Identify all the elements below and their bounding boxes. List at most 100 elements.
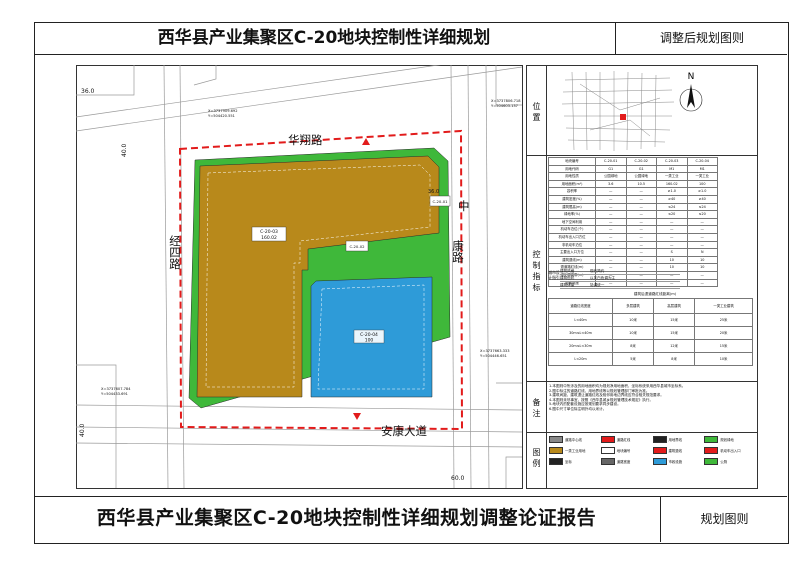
parcel-code-c-20-04: C-20-04: [360, 332, 378, 338]
legend-item: 建筑退线: [652, 447, 703, 454]
design-label: 建筑色彩: [560, 276, 575, 280]
setback-cell: 5米: [611, 352, 655, 366]
indicator-value: —: [625, 255, 657, 265]
header-bar: [34, 22, 787, 55]
indicator-value: ≤20: [686, 210, 718, 219]
note-line: 1.本图则中所涉及的用地面积均为规划净用地面积，坐标系统采用西华县城市坐标系。: [549, 384, 686, 388]
parcel-area-c-20-03: 160.02: [261, 235, 277, 241]
indicator-value: —: [686, 217, 718, 227]
setback-header: 一类工业建筑: [694, 298, 753, 314]
indicator-value: ≤24: [656, 202, 688, 212]
parcel-code-c-20-01: C-20-01: [432, 199, 448, 204]
indicator-value: —: [595, 232, 627, 242]
indicator-value: C-20-02: [625, 157, 657, 166]
setback-cell: 20米: [694, 326, 753, 340]
legend-swatch: [600, 436, 615, 443]
design-guidance-label: 城市设计指引: [548, 270, 560, 280]
indicator-value: C-20-01: [595, 157, 627, 166]
setback-header: 道路红线宽度: [548, 298, 613, 314]
indicator-value: —: [656, 225, 688, 234]
parcel-c-20-03[interactable]: [196, 155, 440, 398]
notes-block: 1.本图则中所涉及的用地面积均为规划净用地面积，坐标系统采用西华县城市坐标系。2…: [549, 384, 753, 412]
setback-header: 多层建筑: [611, 298, 655, 314]
road-width-south: 60.0: [451, 475, 465, 482]
coord-x-3: X=3737663.333: [480, 349, 509, 353]
indicator-value: 公园绿地: [625, 172, 657, 181]
site-plan-map[interactable]: 华翔路 安康大道 经四路 中 康路 36.0 40.0 40.0 60.0 36…: [76, 65, 522, 488]
setback-cell: 15米: [653, 326, 696, 340]
design-label: 建筑体量: [560, 283, 575, 287]
legend-swatch: [600, 447, 615, 454]
indicator-value: 一类工业: [656, 172, 688, 181]
setback-cell: 10米: [611, 326, 655, 340]
road-name-east-prefix: 中: [458, 199, 470, 213]
indicator-value: ≤20: [656, 210, 688, 219]
note-line: 2.图中标注的道路红线、用地界线等以规划管理部门审批为准。: [549, 388, 650, 393]
indicator-label: 非机动车泊位: [548, 240, 596, 250]
indicator-label: 用地性质: [548, 172, 596, 181]
indicator-value: C-20-03: [656, 157, 688, 166]
info-panel: [526, 65, 758, 489]
design-row: 建筑色彩以灰白色调为主: [560, 275, 680, 282]
indicator-value: —: [625, 194, 657, 204]
indicator-value: —: [686, 240, 718, 250]
indicator-label: 建筑退线(m): [548, 255, 596, 265]
indicator-value: —: [625, 217, 657, 227]
indicator-label: 主要出入口方位: [548, 248, 596, 257]
sheet-name-label: 规划图则: [660, 496, 788, 542]
indicator-value: C-20-04: [686, 157, 718, 166]
indicator-row: 绿地率(%)——≤20≤20: [548, 210, 718, 219]
indicator-value: —: [656, 240, 688, 250]
indicator-value: —: [686, 270, 718, 280]
road-width-southwest: 40.0: [79, 423, 86, 437]
design-value: 现代简约: [590, 269, 605, 273]
indicator-value: —: [625, 240, 657, 250]
note-line: 3.建筑间距、建筑退让道路红线及相邻用地边界线应符合相关规范要求。: [549, 393, 664, 398]
indicator-value: 公园绿地: [595, 172, 627, 181]
indicator-label: 机动车泊位(个): [548, 225, 596, 234]
indicator-value: G1: [625, 164, 657, 174]
legend-text: 公厕: [720, 460, 728, 464]
legend-text: 市政设施: [668, 460, 683, 464]
legend-swatch: [704, 447, 719, 454]
indicator-value: ≥1.0: [656, 187, 688, 196]
indicator-value: S: [656, 248, 688, 257]
parcel-code-c-20-02: C-20-02: [349, 244, 365, 249]
setback-cell: 20m≤L<30m: [548, 339, 613, 353]
indicator-value: M1: [656, 164, 688, 174]
design-row: 建筑体量协调统一: [560, 282, 680, 289]
legend-swatch: [704, 458, 719, 465]
north-arrow-icon: N: [679, 72, 703, 112]
legend-swatch: [652, 458, 667, 465]
setback-cell: L<20m: [548, 352, 613, 366]
indicator-value: ≥40: [656, 194, 688, 204]
legend-item: 坐标: [549, 458, 599, 465]
indicator-value: —: [595, 240, 627, 250]
panel-row-divider: [526, 432, 757, 433]
indicator-value: —: [595, 202, 627, 212]
legend-label: 图例: [532, 448, 541, 470]
drawing-type-label: 调整后规划图则: [615, 22, 788, 54]
indicator-row: 建筑限高(m)——≤24≤24: [548, 202, 718, 212]
legend-swatch: [652, 447, 667, 454]
legend-item: 一类工业用地: [549, 447, 599, 454]
setback-lines: [205, 164, 431, 390]
indicator-value: —: [625, 210, 657, 219]
indicator-value: ≤24: [686, 202, 718, 212]
indicator-value: M1: [686, 164, 718, 174]
legend-swatch: [600, 458, 615, 465]
road-width-right-top: 36.0: [81, 88, 95, 95]
indicator-row: 机动车泊位(个)————: [548, 225, 718, 234]
setback-cell: 8米: [653, 352, 696, 366]
setback-cell: 15米: [694, 339, 753, 353]
legend-swatch: [549, 458, 563, 465]
indicator-value: ≥40: [686, 194, 718, 204]
design-guidance: 建筑风格现代简约建筑色彩以灰白色调为主建筑体量协调统一: [560, 268, 680, 289]
indicator-value: 10.5: [625, 179, 657, 189]
legend-text: 机动车出入口: [720, 449, 741, 453]
panel-row-divider: [526, 381, 757, 382]
setback-cell: L<40m: [548, 313, 613, 327]
legend-item: 地块编号: [600, 447, 651, 454]
